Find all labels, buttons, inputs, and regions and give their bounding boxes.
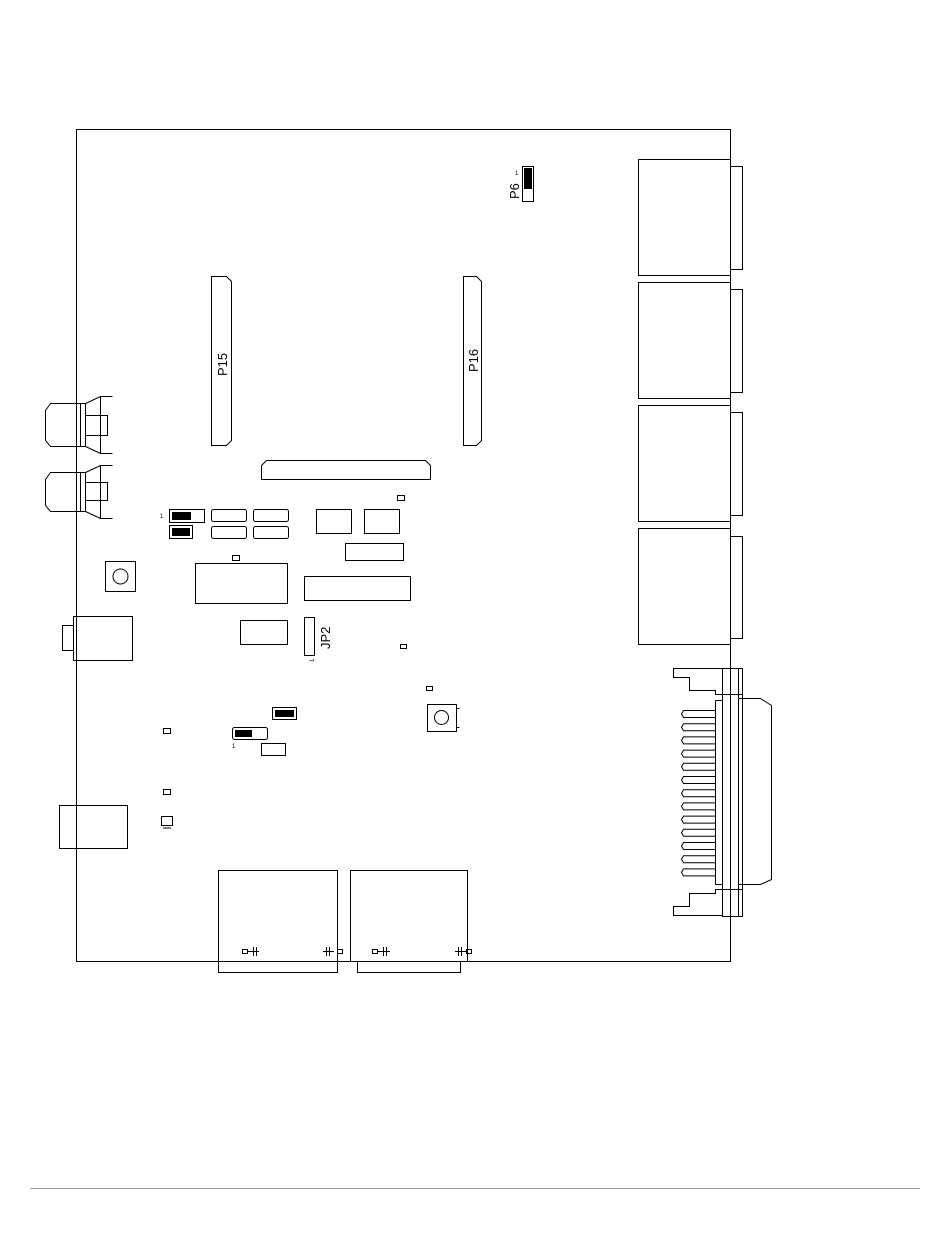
db25-pin <box>682 750 716 757</box>
p15-label: P15 <box>215 353 230 376</box>
db25-pin <box>682 724 716 731</box>
tactile-switch <box>428 705 460 732</box>
chip-c <box>346 544 404 561</box>
chip-d <box>241 621 288 645</box>
db25-pin <box>682 829 716 836</box>
jumper-cluster: 1 <box>160 510 289 539</box>
ic-wide <box>305 577 411 601</box>
p6-jumper: 1 P6 <box>507 167 534 202</box>
jp2-label: JP2 <box>318 627 333 649</box>
footer-divider <box>30 1188 920 1189</box>
right-jack-2 <box>639 283 743 399</box>
rca-jack-top <box>46 397 113 454</box>
right-jack-4 <box>639 529 743 645</box>
db25-pin <box>682 711 716 718</box>
p6-pin1-label: 1 <box>515 171 519 177</box>
p6-label: P6 <box>507 183 522 199</box>
p15-header: P15 <box>212 277 232 446</box>
smd-5 <box>164 729 171 734</box>
dc-jack <box>63 617 133 661</box>
ic-large <box>196 564 288 604</box>
rca-jack-bottom <box>46 466 113 519</box>
db25-pin <box>682 763 716 770</box>
led <box>162 817 173 829</box>
bottom-jack-1 <box>219 871 343 973</box>
right-jack-1 <box>639 160 743 276</box>
smd-2 <box>233 556 240 561</box>
db25-pin <box>682 843 716 850</box>
smd-3 <box>401 645 407 649</box>
db25-pin <box>682 869 716 876</box>
right-jack-3 <box>639 406 743 522</box>
smd-6 <box>164 790 171 795</box>
db25-pin <box>682 803 716 810</box>
smd-1 <box>398 496 405 501</box>
p16-label: P16 <box>466 349 481 372</box>
db25-pin <box>682 790 716 797</box>
svg-text:1: 1 <box>160 514 164 520</box>
db25-pin <box>682 816 716 823</box>
push-button-left <box>106 562 136 592</box>
db25-pin <box>682 777 716 784</box>
left-lower-connector <box>60 806 128 849</box>
horizontal-header <box>262 461 431 480</box>
jp2-jumper: 1 JP2 <box>305 618 334 663</box>
chip-a <box>317 510 352 534</box>
db25-pin <box>682 737 716 744</box>
svg-text:1: 1 <box>232 744 236 750</box>
db25-connector <box>674 669 772 917</box>
p16-header: P16 <box>464 277 482 446</box>
lower-jumpers: 1 <box>232 708 297 756</box>
smd-4 <box>427 687 433 691</box>
db25-pin <box>682 856 716 863</box>
chip-b <box>365 510 400 534</box>
bottom-jack-2 <box>351 871 472 973</box>
svg-text:1: 1 <box>310 658 316 662</box>
